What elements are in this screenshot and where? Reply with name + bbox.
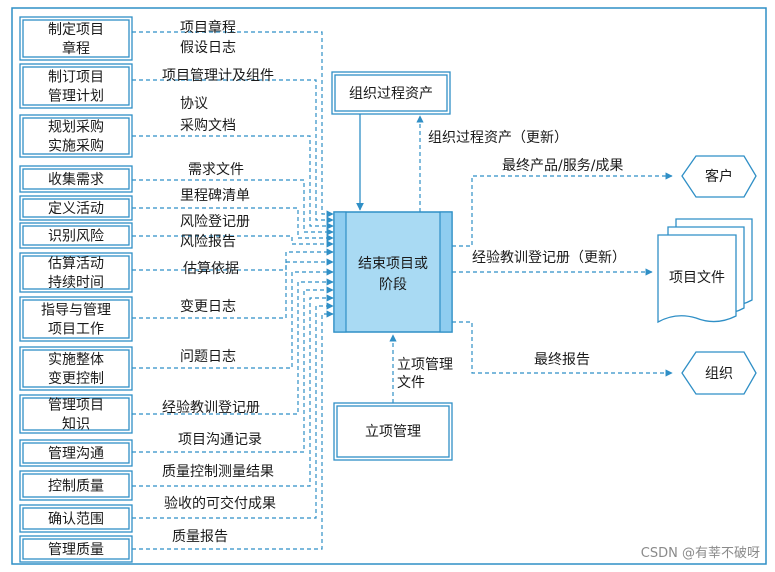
- input-arrow: [132, 179, 334, 236]
- input-label: 采购文档: [180, 118, 236, 134]
- input-arrow: [132, 278, 334, 415]
- input-connectors: [132, 31, 334, 550]
- input-arrow: [132, 258, 334, 319]
- input-arrow: [132, 31, 334, 218]
- process-box-label: 制定项目: [48, 22, 104, 38]
- org-assets-label: 组织过程资产: [349, 86, 433, 102]
- process-box-label: 识别风险: [48, 229, 104, 245]
- process-box-label: 管理计划: [48, 89, 104, 105]
- input-label: 质量报告: [172, 529, 228, 545]
- process-box-label: 实施整体: [48, 352, 104, 368]
- process-box-label: 章程: [62, 40, 90, 57]
- input-label: 项目管理计及组件: [162, 68, 274, 84]
- input-arrow: [132, 302, 334, 519]
- input-arrow: [132, 248, 334, 271]
- project-mgmt-docs-line-1: 立项管理: [397, 357, 453, 373]
- center-process-line-1: 结束项目或: [358, 256, 428, 272]
- input-label: 项目沟通记录: [178, 432, 262, 448]
- input-label: 质量控制测量结果: [162, 464, 274, 480]
- process-box-label: 实施采购: [48, 139, 104, 155]
- process-box-label: 知识: [62, 416, 90, 433]
- process-box-label: 控制质量: [48, 479, 104, 495]
- org-assets-update-label: 组织过程资产（更新）: [428, 130, 568, 146]
- input-labels: 项目章程假设日志项目管理计及组件协议采购文档需求文件里程碑清单风险登记册风险报告…: [162, 19, 276, 545]
- input-arrow: [132, 207, 334, 242]
- process-box-label: 管理沟通: [48, 446, 104, 462]
- input-label: 假设日志: [180, 40, 236, 56]
- process-box-label: 定义活动: [48, 201, 104, 217]
- input-arrow: [132, 268, 334, 369]
- project-mgmt-label: 立项管理: [365, 424, 421, 440]
- organization-box: [681, 351, 757, 395]
- input-label: 变更日志: [180, 299, 236, 315]
- input-label: 项目章程: [180, 19, 236, 36]
- process-box-label: 变更控制: [48, 371, 104, 387]
- customer-label: 客户: [705, 168, 733, 185]
- input-label: 里程碑清单: [180, 188, 250, 204]
- customer-box: [681, 155, 757, 198]
- process-box-label: 规划采购: [48, 120, 104, 136]
- project-files-doc: 项目文件: [657, 218, 753, 324]
- project-files-label: 项目文件: [669, 270, 725, 286]
- lessons-update-label: 经验教训登记册（更新）: [472, 250, 626, 266]
- process-box: 识别风险: [19, 222, 133, 249]
- input-arrow: [132, 135, 334, 230]
- final-product-arrow: [452, 172, 673, 247]
- input-arrow: [132, 286, 334, 453]
- input-label: 验收的可交付成果: [164, 495, 276, 512]
- process-box: 控制质量: [19, 470, 133, 501]
- process-box-label: 管理质量: [48, 542, 104, 558]
- input-label: 风险登记册: [180, 214, 250, 230]
- input-process-list: 制定项目章程制订项目管理计划规划采购实施采购收集需求定义活动识别风险估算活动持续…: [19, 16, 133, 563]
- process-box-label: 制订项目: [48, 70, 104, 86]
- input-label: 经验教训登记册: [162, 400, 260, 416]
- process-box-label: 估算活动: [48, 256, 104, 272]
- input-arrow: [132, 310, 334, 550]
- process-box: 管理质量: [19, 535, 133, 563]
- project-mgmt-box: 立项管理: [333, 402, 453, 461]
- input-label: 风险报告: [180, 234, 236, 250]
- watermark: CSDN @有莘不破呀: [641, 546, 760, 561]
- process-box-label: 项目工作: [48, 322, 104, 338]
- input-label: 问题日志: [180, 349, 236, 365]
- input-label: 协议: [180, 96, 208, 112]
- input-arrow: [132, 235, 334, 248]
- org-assets-box: 组织过程资产: [331, 71, 451, 115]
- organization-label: 组织: [705, 366, 733, 382]
- process-box: 确认范围: [19, 504, 133, 533]
- process-box: 管理沟通: [19, 439, 133, 467]
- process-box-label: 收集需求: [48, 171, 104, 188]
- center-process: 结束项目或 阶段: [333, 211, 453, 333]
- process-box-label: 确认范围: [48, 511, 104, 528]
- final-report-label: 最终报告: [534, 352, 590, 368]
- diagram-frame: [11, 7, 767, 565]
- final-product-label: 最终产品/服务/成果: [502, 158, 623, 174]
- process-box: 收集需求: [19, 165, 133, 193]
- input-arrow: [132, 79, 334, 224]
- process-box-label: 持续时间: [48, 274, 104, 291]
- input-label: 估算依据: [183, 261, 239, 277]
- final-report-arrow: [452, 321, 673, 377]
- process-box-label: 指导与管理: [41, 303, 111, 319]
- project-mgmt-docs-line-2: 文件: [397, 375, 425, 391]
- input-arrow: [132, 294, 334, 487]
- process-box: 定义活动: [19, 195, 133, 221]
- input-label: 需求文件: [188, 162, 244, 178]
- center-process-line-2: 阶段: [379, 277, 407, 293]
- process-box-label: 管理项目: [48, 398, 104, 414]
